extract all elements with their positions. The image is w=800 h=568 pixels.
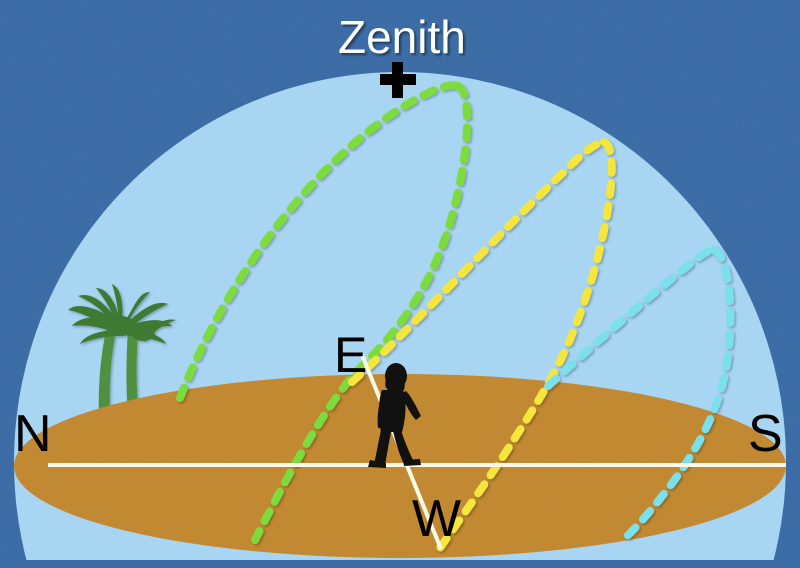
cardinal-label-west: W: [412, 490, 462, 548]
cardinal-label-south: S: [748, 405, 783, 463]
path-equinox-descending: [436, 138, 616, 552]
cardinal-label-north: N: [14, 405, 52, 463]
zenith-label: Zenith: [338, 11, 466, 63]
path-winter-solstice-descending: [621, 246, 735, 542]
observer-silhouette: [368, 363, 421, 468]
cardinal-label-east: E: [334, 327, 368, 383]
path-equinox: [348, 138, 608, 386]
path-winter-solstice: [544, 246, 718, 390]
zenith-marker-icon: [380, 62, 416, 98]
solar-path-arcs: [176, 81, 735, 552]
palm-trees: [68, 284, 176, 419]
path-summer-solstice-descending: [251, 82, 472, 544]
path-summer-solstice: [176, 81, 462, 402]
